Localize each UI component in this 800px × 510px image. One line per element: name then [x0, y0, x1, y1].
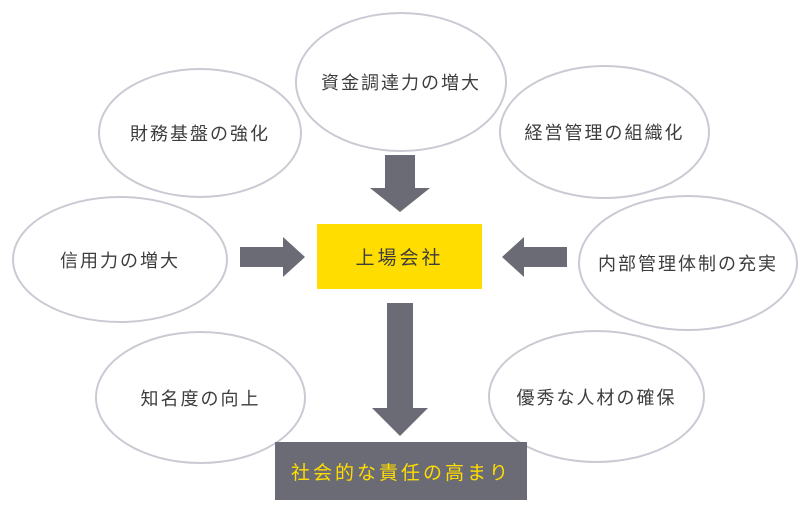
- ellipse-management-organization: 経営管理の組織化: [499, 65, 710, 199]
- ellipse-internal-control: 内部管理体制の充実: [578, 195, 798, 331]
- ellipse-creditworthiness: 信用力の増大: [12, 196, 228, 323]
- ellipse-label: 資金調達力の増大: [321, 73, 481, 93]
- bottom-box-social-responsibility: 社会的な責任の高まり: [275, 442, 527, 500]
- center-box-listed-company: 上場会社: [317, 224, 482, 289]
- arrow-right-icon: [240, 237, 305, 277]
- ellipse-name-recognition: 知名度の向上: [95, 331, 306, 464]
- ellipse-fundraising-power: 資金調達力の増大: [295, 12, 507, 152]
- arrow-down-icon: [370, 155, 430, 212]
- arrow-left-icon: [502, 237, 567, 277]
- bottom-box-label: 社会的な責任の高まり: [290, 462, 511, 484]
- arrow-down-long-icon: [372, 303, 428, 436]
- ellipse-label: 優秀な人材の確保: [516, 387, 677, 408]
- ellipse-label: 財務基盤の強化: [130, 124, 270, 144]
- ellipse-label: 経営管理の組織化: [524, 123, 685, 143]
- ellipse-label: 信用力の増大: [60, 250, 180, 271]
- ellipse-financial-base: 財務基盤の強化: [98, 68, 302, 198]
- ellipse-label: 知名度の向上: [140, 388, 261, 409]
- center-box-label: 上場会社: [355, 248, 444, 269]
- ellipse-talent-acquisition: 優秀な人材の確保: [488, 330, 705, 463]
- ellipse-label: 内部管理体制の充実: [598, 254, 778, 274]
